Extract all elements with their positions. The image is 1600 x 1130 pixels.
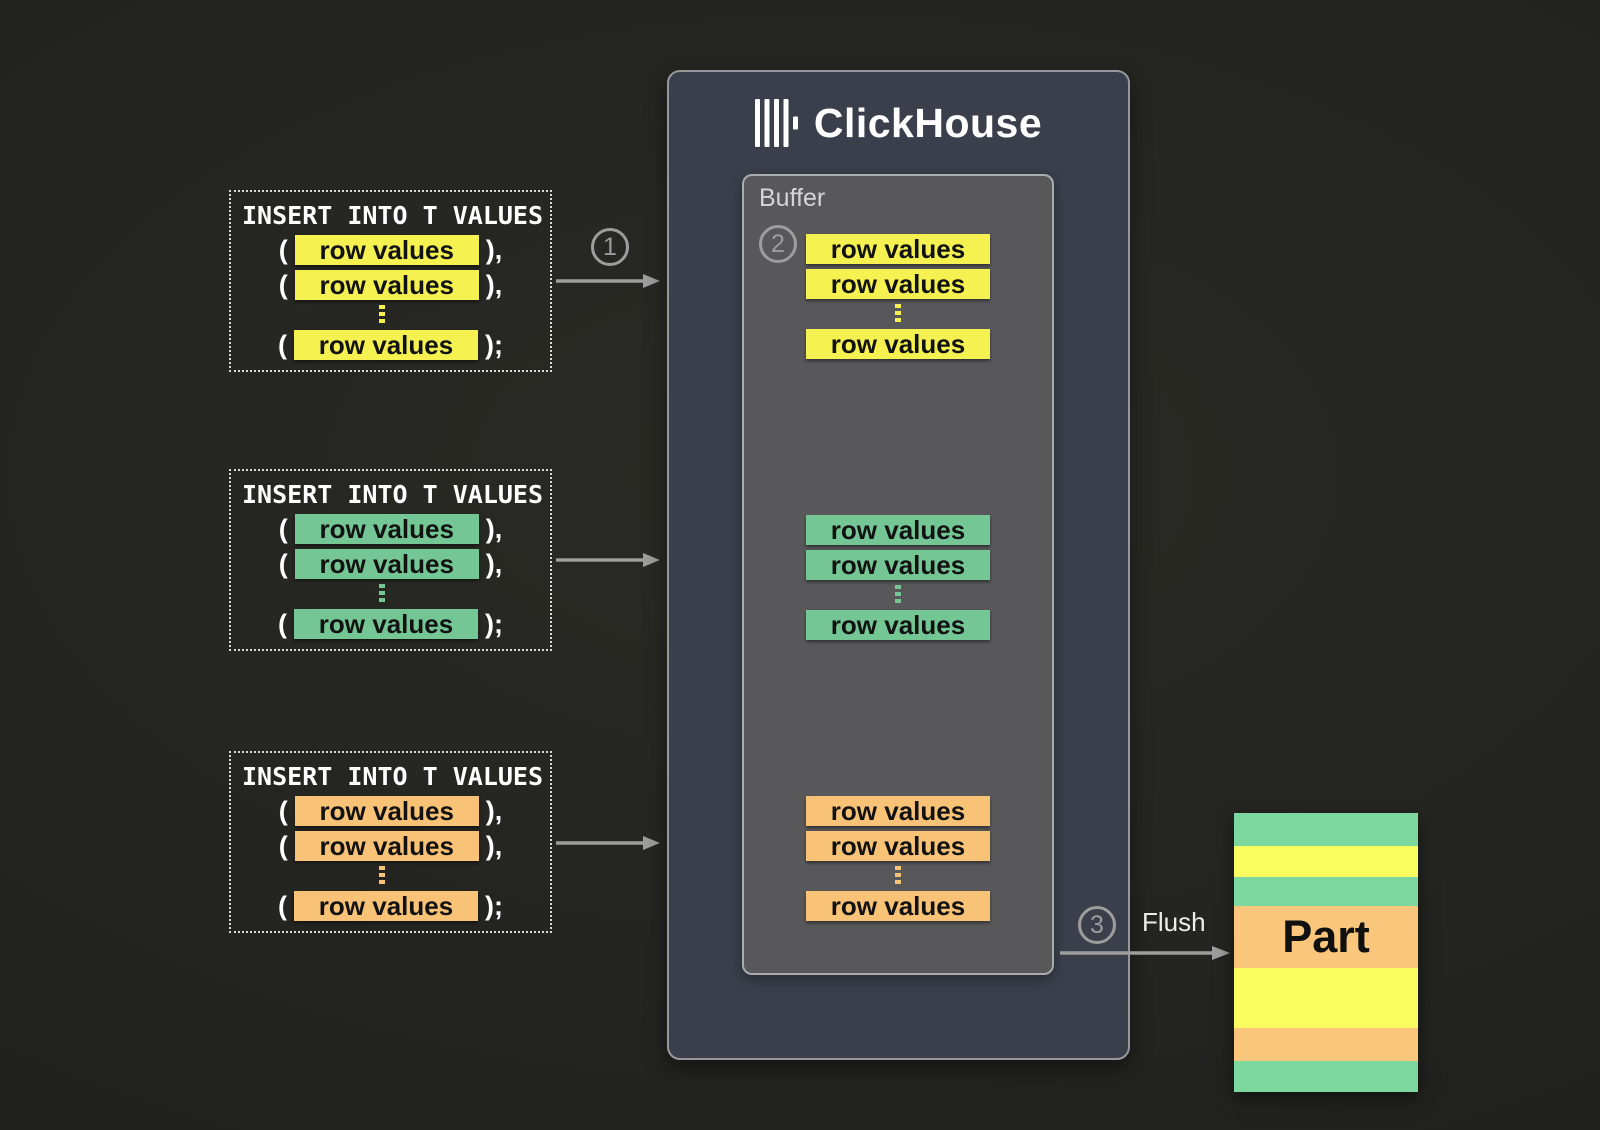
insert-row: ( row values ); (278, 609, 503, 639)
flush-arrow (1060, 946, 1230, 960)
part-box: Part (1234, 813, 1418, 1092)
row-values-chip: row values (294, 831, 479, 861)
buffer-row: row values (806, 234, 990, 264)
part-stripe (1234, 813, 1418, 846)
insert-row: ( row values ), (278, 235, 503, 265)
insert-rows: ( row values ), ( row values ), ( row va… (231, 235, 550, 360)
paren-close: ), (485, 549, 503, 579)
insert-statement-2: INSERT INTO T VALUES ( row values ), ( r… (229, 469, 552, 651)
row-values-chip: row values (294, 270, 479, 300)
insert-row: ( row values ), (278, 831, 503, 861)
paren-open: ( (278, 235, 288, 265)
step-3-badge: 3 (1078, 906, 1116, 944)
part-stripe (1234, 968, 1418, 1028)
clickhouse-title: ClickHouse (813, 99, 1043, 146)
arrow-insert-1 (556, 274, 660, 288)
paren-close: ), (485, 235, 503, 265)
part-label: Part (1282, 911, 1370, 962)
insert-title: INSERT INTO T VALUES (242, 762, 544, 791)
ellipsis-dots (378, 305, 385, 325)
insert-statement-1: INSERT INTO T VALUES ( row values ), ( r… (229, 190, 552, 372)
buffer-box: Buffer 2 row values row values row value… (742, 174, 1054, 975)
step-2-badge: 2 (759, 225, 797, 263)
row-values-chip: row values (294, 235, 479, 265)
arrow-insert-2 (556, 553, 660, 567)
paren-close: ), (485, 796, 503, 826)
arrow-insert-3 (556, 836, 660, 850)
row-values-chip: row values (294, 549, 479, 579)
ellipsis-dots (378, 866, 385, 886)
buffer-row: row values (806, 610, 990, 640)
paren-close: ), (485, 270, 503, 300)
paren-open: ( (278, 514, 288, 544)
buffer-row: row values (806, 329, 990, 359)
ellipsis-dots (895, 866, 901, 886)
insert-rows: ( row values ), ( row values ), ( row va… (231, 796, 550, 921)
ellipsis-dots (378, 584, 385, 604)
paren-open: ( (278, 891, 287, 921)
row-values-chip: row values (294, 514, 479, 544)
paren-open: ( (278, 330, 287, 360)
paren-close: ), (485, 831, 503, 861)
buffer-row: row values (806, 831, 990, 861)
buffer-label: Buffer (759, 184, 826, 212)
part-stripe (1234, 846, 1418, 877)
paren-open: ( (278, 609, 287, 639)
row-values-chip: row values (294, 609, 478, 639)
part-stripe (1234, 1028, 1418, 1061)
paren-open: ( (278, 796, 288, 826)
paren-close: ), (485, 514, 503, 544)
step-1-badge: 1 (591, 228, 629, 266)
row-values-chip: row values (294, 330, 478, 360)
buffer-group-green: row values row values row values (744, 515, 1052, 640)
row-values-chip: row values (294, 891, 478, 921)
clickhouse-logo-icon (754, 99, 798, 147)
paren-close: ); (485, 891, 503, 921)
buffer-row: row values (806, 550, 990, 580)
clickhouse-header: ClickHouse (669, 99, 1128, 147)
buffer-row: row values (806, 515, 990, 545)
part-stripe (1234, 1061, 1418, 1092)
insert-row: ( row values ), (278, 796, 503, 826)
paren-close: ); (485, 609, 503, 639)
paren-open: ( (278, 549, 288, 579)
paren-open: ( (278, 831, 288, 861)
paren-close: ); (485, 330, 503, 360)
part-stripe (1234, 877, 1418, 906)
buffer-row: row values (806, 269, 990, 299)
buffer-row: row values (806, 796, 990, 826)
buffer-group-yellow: row values row values row values (744, 234, 1052, 359)
clickhouse-box: ClickHouse Buffer 2 row values row value… (667, 70, 1130, 1060)
buffer-group-orange: row values row values row values (744, 796, 1052, 921)
insert-row: ( row values ); (278, 891, 503, 921)
insert-statement-3: INSERT INTO T VALUES ( row values ), ( r… (229, 751, 552, 933)
paren-open: ( (278, 270, 288, 300)
insert-row: ( row values ), (278, 270, 503, 300)
insert-row: ( row values ); (278, 330, 503, 360)
row-values-chip: row values (294, 796, 479, 826)
insert-title: INSERT INTO T VALUES (242, 201, 544, 230)
buffer-row: row values (806, 891, 990, 921)
ellipsis-dots (895, 585, 901, 605)
insert-row: ( row values ), (278, 514, 503, 544)
flush-label: Flush (1142, 907, 1206, 937)
ellipsis-dots (895, 304, 901, 324)
insert-row: ( row values ), (278, 549, 503, 579)
insert-title: INSERT INTO T VALUES (242, 480, 544, 509)
insert-rows: ( row values ), ( row values ), ( row va… (231, 514, 550, 639)
part-stripe (1234, 906, 1418, 968)
